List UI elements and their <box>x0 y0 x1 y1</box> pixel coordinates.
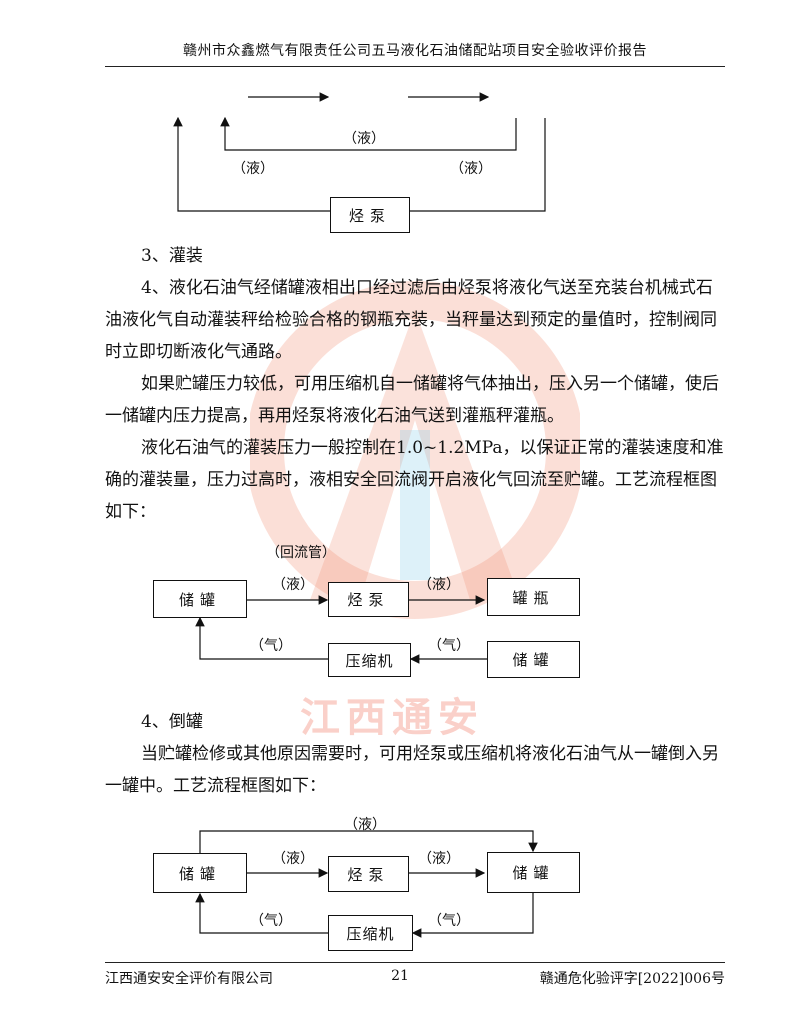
fill-label-return-pipe: （回流管） <box>266 545 336 561</box>
diagram-top <box>173 92 546 212</box>
section-4-title: 4、倒罐 <box>141 712 203 732</box>
section-3-title: 3、灌装 <box>141 246 203 266</box>
fill-label-gas-1: （气） <box>250 638 292 654</box>
fill-compressor-box: 压缩机 <box>328 643 411 677</box>
footer-doc-number: 赣通危化验评字[2022]006号 <box>539 971 725 987</box>
transfer-tank-right-box: 储罐 <box>487 852 580 893</box>
watermark-text: 江西通安 <box>300 695 484 741</box>
section-3-para-3: 液化石油气的灌装压力一般控制在1.0~1.2MPa，以保证正常的灌装速度和准确的… <box>105 438 724 522</box>
transfer-label-gas-1: （气） <box>250 913 292 929</box>
top-pump-box: 烃泵 <box>330 197 410 233</box>
section-4-para-1: 当贮罐检修或其他原因需要时，可用烃泵或压缩机将液化石油气从一罐倒入另一罐中。工艺… <box>105 744 719 796</box>
transfer-label-liq-2: （液） <box>418 851 460 867</box>
page-header: 赣州市众鑫燃气有限责任公司五马液化石油储配站项目安全验收评价报告 <box>183 43 647 59</box>
fill-tank-box: 储罐 <box>153 580 247 618</box>
transfer-label-liq-1: （液） <box>272 851 314 867</box>
transfer-tank-left-box: 储罐 <box>153 853 247 893</box>
transfer-compressor-box: 压缩机 <box>328 915 413 951</box>
top-label-left: （液） <box>232 161 274 177</box>
fill-label-liq-2: （液） <box>418 577 460 593</box>
top-label-mid: （液） <box>343 131 385 147</box>
top-label-right: （液） <box>450 161 492 177</box>
fill-label-gas-2: （气） <box>428 638 470 654</box>
section-3-para-2: 如果贮罐压力较低，可用压缩机自一储罐将气体抽出，压入另一个储罐，使后一储罐内压力… <box>105 374 719 426</box>
section-3-para-1: 4、液化石油气经储罐液相出口经过滤后由烃泵将液化气送至充装台机械式石油液化气自动… <box>105 278 717 362</box>
fill-tank2-box: 储罐 <box>487 641 580 678</box>
transfer-label-gas-2: （气） <box>428 913 470 929</box>
footer-page-number: 21 <box>391 968 409 984</box>
footer-rule <box>105 962 725 963</box>
transfer-pump-box: 烃泵 <box>328 856 409 892</box>
header-rule <box>105 66 725 67</box>
fill-label-liq-1: （液） <box>272 577 314 593</box>
footer-company: 江西通安安全评价有限公司 <box>105 971 273 987</box>
transfer-label-liq-top: （液） <box>344 817 386 833</box>
fill-pump-box: 烃泵 <box>328 582 409 617</box>
fill-bottle-box: 罐瓶 <box>487 578 580 616</box>
